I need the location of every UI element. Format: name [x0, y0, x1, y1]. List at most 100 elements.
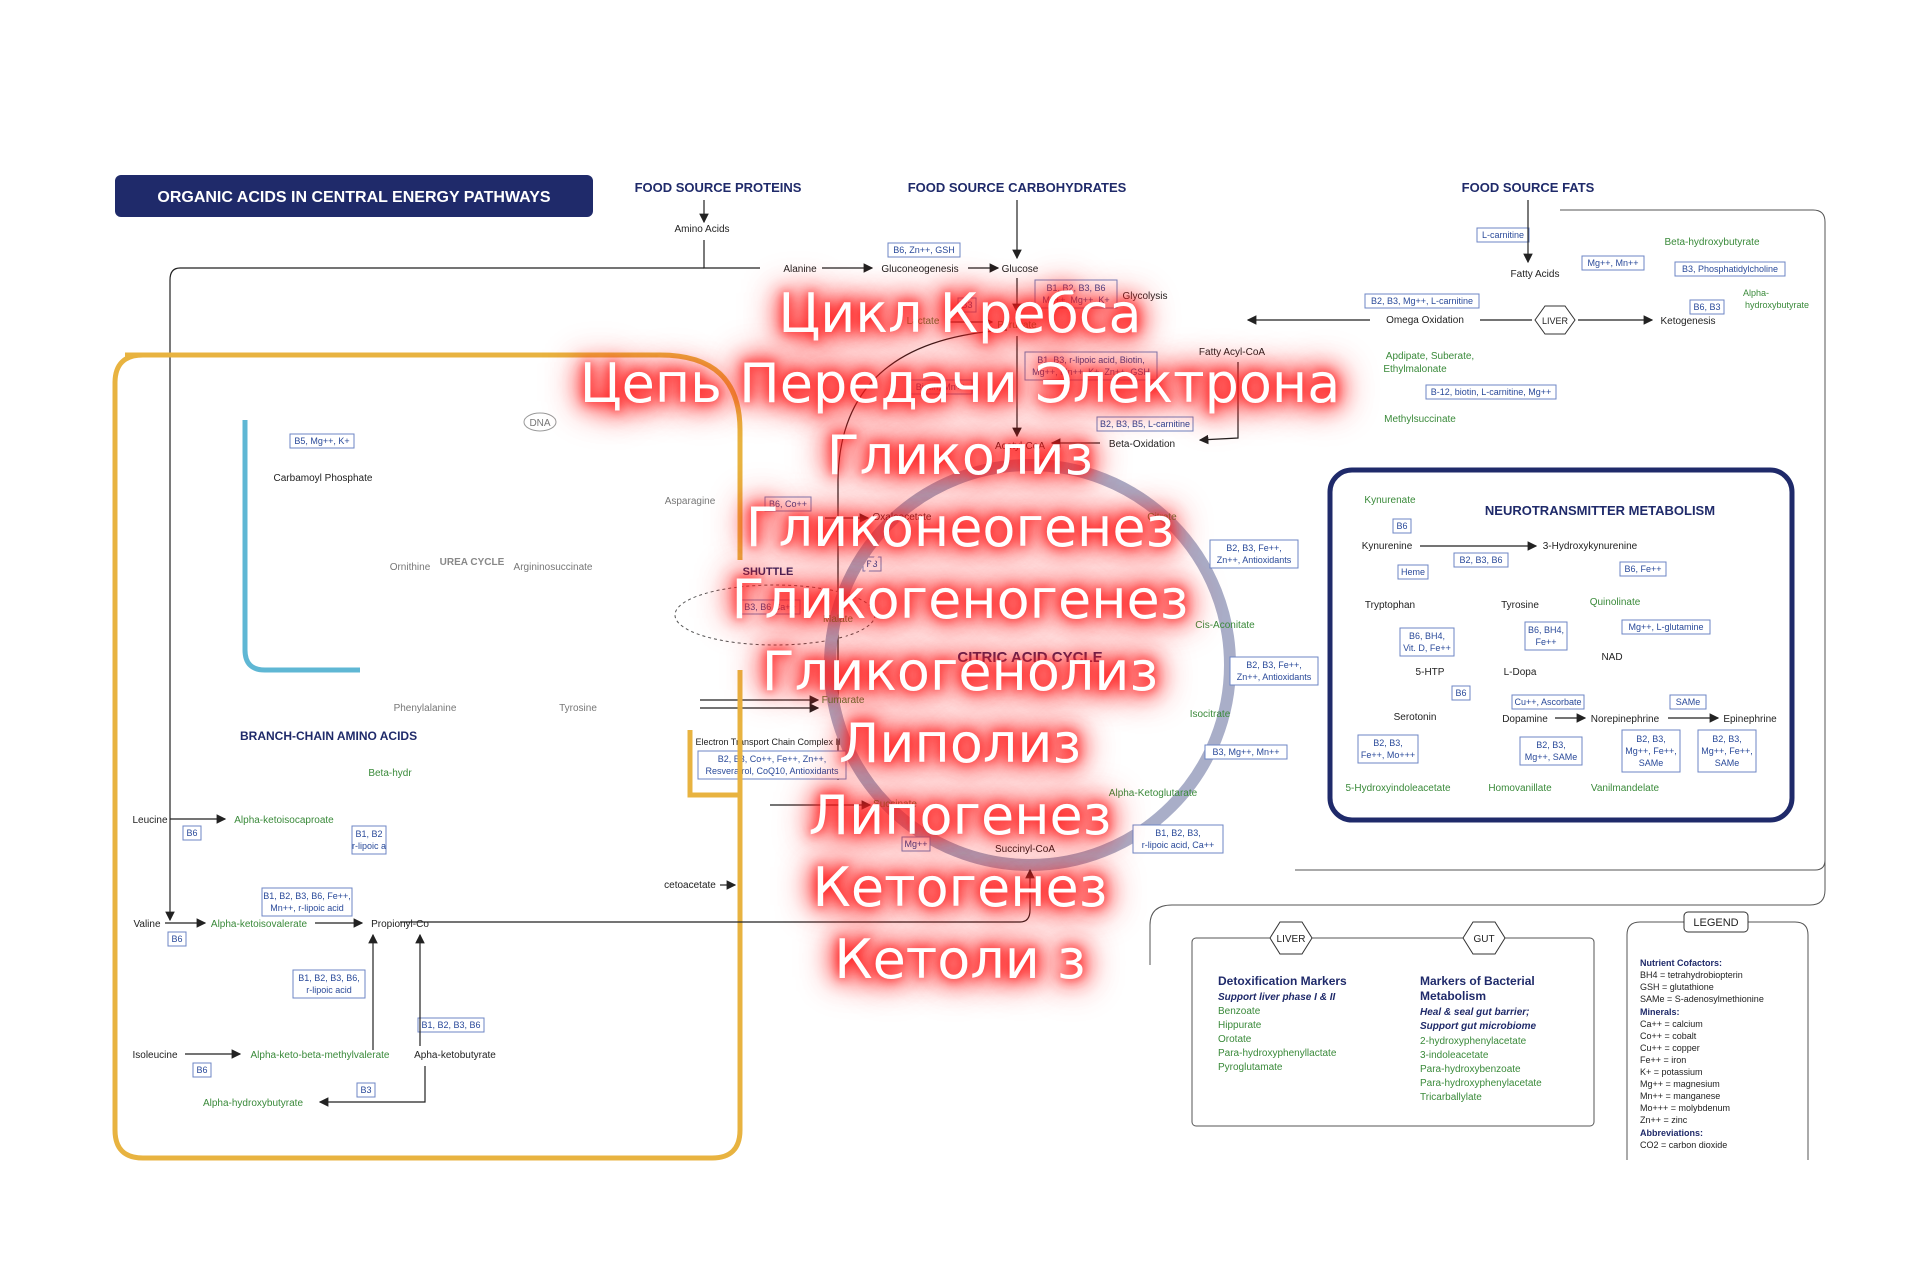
cofactor-text: Resveratrol, CoQ10, Antioxidants [705, 766, 839, 776]
alpha-ketoglutarate-label: Alpha-Ketoglutarate [1109, 788, 1198, 799]
cofactor-text: B3, B6 Ca++ [744, 602, 796, 612]
legend-item: SAMe = S-adenosylmethionine [1640, 994, 1764, 1004]
cofactor-text: Vit. D, Fe++ [1403, 643, 1451, 653]
citric-acid-cycle-gaps [840, 475, 1220, 855]
arrow [318, 1066, 426, 1107]
cofactor-box [351, 825, 387, 855]
cofactor-text: B2, B3, B5, L-carnitine [1100, 419, 1190, 429]
quinolinate-label: Quinolinate [1590, 597, 1641, 608]
bacterial-item: Para-hydroxybenzoate [1420, 1064, 1521, 1075]
omega-oxidation-label: Omega Oxidation [1386, 315, 1464, 326]
overlay-label-krebs-cycle: Цикл Кребса [778, 282, 1142, 345]
phenylalanine-label: Phenylalanine [394, 703, 457, 714]
alpha-kic-label: Alpha-ketoisocaproate [234, 815, 334, 826]
cofactor-text: SAMe [1676, 697, 1701, 707]
bacterial-title: Markers of Bacterial [1420, 974, 1535, 988]
cofactor-box [1364, 293, 1480, 309]
bacterial-list: 2-hydroxyphenylacetate 3-indoleacetate P… [1420, 1036, 1542, 1103]
glycolysis-label: Glycolysis [1122, 291, 1167, 302]
fumarate-label: Fumarate [822, 695, 865, 706]
cofactor-box [909, 379, 973, 395]
cofactor-text: L-carnitine [1482, 230, 1524, 240]
beta-hydroxybutyrate-label: Beta-hydroxybutyrate [1664, 237, 1759, 248]
cofactor-box [1689, 299, 1725, 315]
hydroxykynurenine-label: 3-Hydroxykynurenine [1543, 541, 1638, 552]
homovanillate-label: Homovanillate [1488, 783, 1552, 794]
cofactor-box [1619, 561, 1667, 577]
cis-aconitate-label: Cis-Aconitate [1195, 620, 1255, 631]
cofactor-box [261, 887, 353, 917]
cofactor-box [1357, 734, 1419, 764]
cofactor-text: B3 [961, 300, 972, 310]
cofactor-text: B1, B2, B3, B6, Fe++, [263, 891, 351, 901]
cofactor-text: Mn++, Mg++, K+ [1042, 295, 1109, 305]
liver-tag-hex [1269, 921, 1313, 955]
cofactor-text: B6, BH4, [1528, 625, 1564, 635]
cofactor-box [1697, 729, 1757, 773]
cofactor-box [1674, 261, 1786, 277]
cofactor-text: B1, B2 [355, 829, 382, 839]
adipate-label: Apdipate, Suberate, [1386, 351, 1474, 362]
acetoacetate-label: cetoacetate [664, 880, 716, 891]
cofactor-box [1399, 627, 1455, 657]
legend-item: Ca++ = calcium [1640, 1019, 1703, 1029]
carbamoyl-phosphate-label: Carbamoyl Phosphate [274, 473, 373, 484]
yellow-bracket [687, 730, 740, 798]
malate-label: Malate [823, 614, 853, 625]
cofactor-text: Zn++, Antioxidants [1237, 672, 1312, 682]
cofactor-text: B2, B3, [1712, 734, 1742, 744]
shuttle-ellipse [674, 584, 876, 646]
alpha-kmv-label: Alpha-keto-beta-methylvalerate [251, 1050, 390, 1061]
cofactor-text: Heme [1401, 567, 1425, 577]
legend-item: Mn++ = manganese [1640, 1091, 1720, 1101]
detox-item: Pyroglutamate [1218, 1062, 1283, 1073]
detox-item: Hippurate [1218, 1020, 1262, 1031]
vanilmandelate-label: Vanilmandelate [1591, 783, 1660, 794]
cofactor-text: Fe++ [1535, 637, 1556, 647]
succinate-label: Succinate [873, 799, 917, 810]
liver-tag-label: LIVER [1277, 934, 1306, 945]
cofactor-text: B3, Mg++, Mn++ [1212, 747, 1279, 757]
page-title: ORGANIC ACIDS IN CENTRAL ENERGY PATHWAYS [157, 189, 551, 206]
alpha-hydroxybutyrate-label: Alpha-hydroxybutyrate [203, 1098, 303, 1109]
legend-nutrient-heading: Nutrient Cofactors: [1640, 958, 1722, 968]
cofactor-text: Mg++, Mn++ [1587, 258, 1638, 268]
overlay-label-lipogenesis: Липогенез [808, 784, 1112, 847]
cofactor-box [289, 433, 355, 449]
bacterial-item: 2-hydroxyphenylacetate [1420, 1036, 1527, 1047]
fatty-acyl-coa-label: Fatty Acyl-CoA [1199, 347, 1265, 358]
cofactor-box [764, 496, 812, 512]
cofactor-text: Mg++, Mn++, K+, Zn++, GSH [1032, 367, 1150, 377]
liver-hex [1534, 305, 1576, 335]
cofactor-text: B1, B2, B3, B6 [1046, 283, 1105, 293]
cofactor-text: B2, B3, Fe++, [1246, 660, 1302, 670]
cofactor-box [1132, 824, 1224, 854]
cofactor-text: B6 [171, 934, 182, 944]
overlay-label-electron-transport-chain: Цепь Передачи Электрона [579, 352, 1341, 415]
overlay-label-glycogenogenesis: Гликогеногенез [731, 568, 1189, 631]
yellow-panel-top [125, 352, 743, 560]
connector-line [400, 868, 1035, 923]
alpha-ketobutyrate-label: Apha-ketobutyrate [414, 1050, 496, 1061]
cofactor-box [1524, 621, 1568, 651]
gluconeogenesis-label: Gluconeogenesis [881, 264, 958, 275]
isocitrate-label: Isocitrate [1190, 709, 1231, 720]
valine-label: Valine [133, 919, 160, 930]
bcaa-title: BRANCH-CHAIN AMINO ACIDS [240, 729, 417, 743]
beta-oxidation-label: Beta-Oxidation [1109, 439, 1175, 450]
fatty-acids-label: Fatty Acids [1511, 269, 1560, 280]
bacterial-item: 3-indoleacetate [1420, 1050, 1489, 1061]
cofactor-text: Mn++, r-lipoic acid [270, 903, 344, 913]
alpha-kiv-label: Alpha-ketoisovalerate [211, 919, 308, 930]
cofactor-text: B-12, biotin, L-carnitine, Mg++ [1431, 387, 1552, 397]
teal-urea-frame [242, 420, 360, 673]
cofactor-text: Mg++ [904, 839, 927, 849]
gut-tag-label: GUT [1473, 934, 1494, 945]
pyruvate-label: Pyruvate [997, 320, 1037, 331]
cofactor-text: Mg++, Fe++, [1625, 746, 1677, 756]
cofactor-text: Mg++, Fe++, [1701, 746, 1753, 756]
cofactor-text: B6 [1455, 688, 1466, 698]
gut-tag-hex [1462, 921, 1506, 955]
norepinephrine-label: Norepinephrine [1591, 714, 1660, 725]
